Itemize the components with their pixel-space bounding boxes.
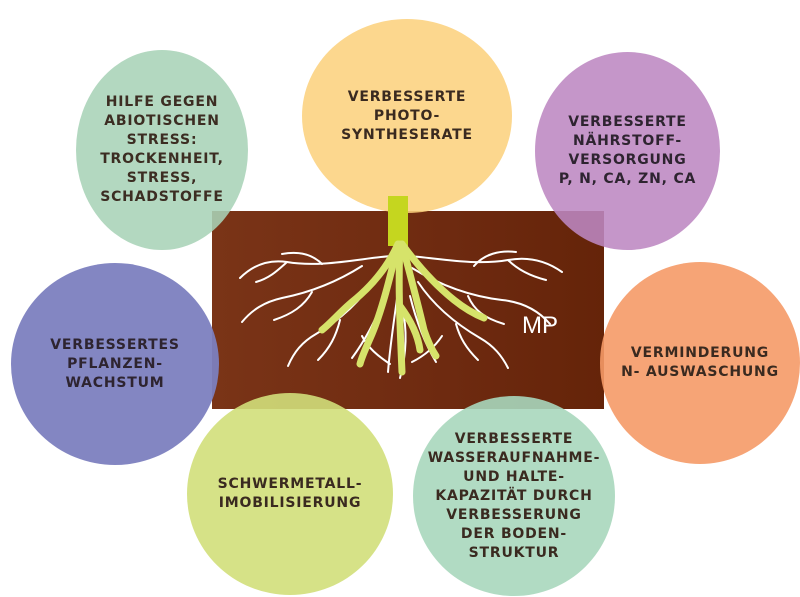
bubble-n-leaching-text: VERMINDERUNG N- AUSWASCHUNG (621, 344, 779, 382)
mp-label: MP (522, 312, 558, 340)
bubble-n-leaching: VERMINDERUNG N- AUSWASCHUNG (600, 262, 800, 464)
bubble-water-uptake: VERBESSERTE WASSERAUFNAHME- UND HALTE- K… (413, 396, 615, 596)
bubble-water-uptake-text: VERBESSERTE WASSERAUFNAHME- UND HALTE- K… (428, 430, 600, 563)
bubble-heavy-metal: SCHWERMETALL- IMOBILISIERUNG (187, 393, 393, 595)
bubble-photosynthesis-text: VERBESSERTE PHOTO- SYNTHESERATE (341, 88, 473, 145)
root-system-icon (212, 196, 604, 409)
bubble-abiotic-stress-text: HILFE GEGEN ABIOTISCHEN STRESS: TROCKENH… (100, 93, 224, 207)
main-roots (322, 244, 484, 372)
bubble-plant-growth: VERBESSERTES PFLANZEN- WACHSTUM (11, 263, 219, 465)
bubble-photosynthesis: VERBESSERTE PHOTO- SYNTHESERATE (302, 19, 512, 213)
root-stem (388, 196, 408, 246)
bubble-plant-growth-text: VERBESSERTES PFLANZEN- WACHSTUM (50, 336, 179, 393)
bubble-nutrient-supply-text: VERBESSERTE NÄHRSTOFF- VERSORGUNG P, N, … (559, 113, 696, 189)
bubble-heavy-metal-text: SCHWERMETALL- IMOBILISIERUNG (218, 475, 363, 513)
